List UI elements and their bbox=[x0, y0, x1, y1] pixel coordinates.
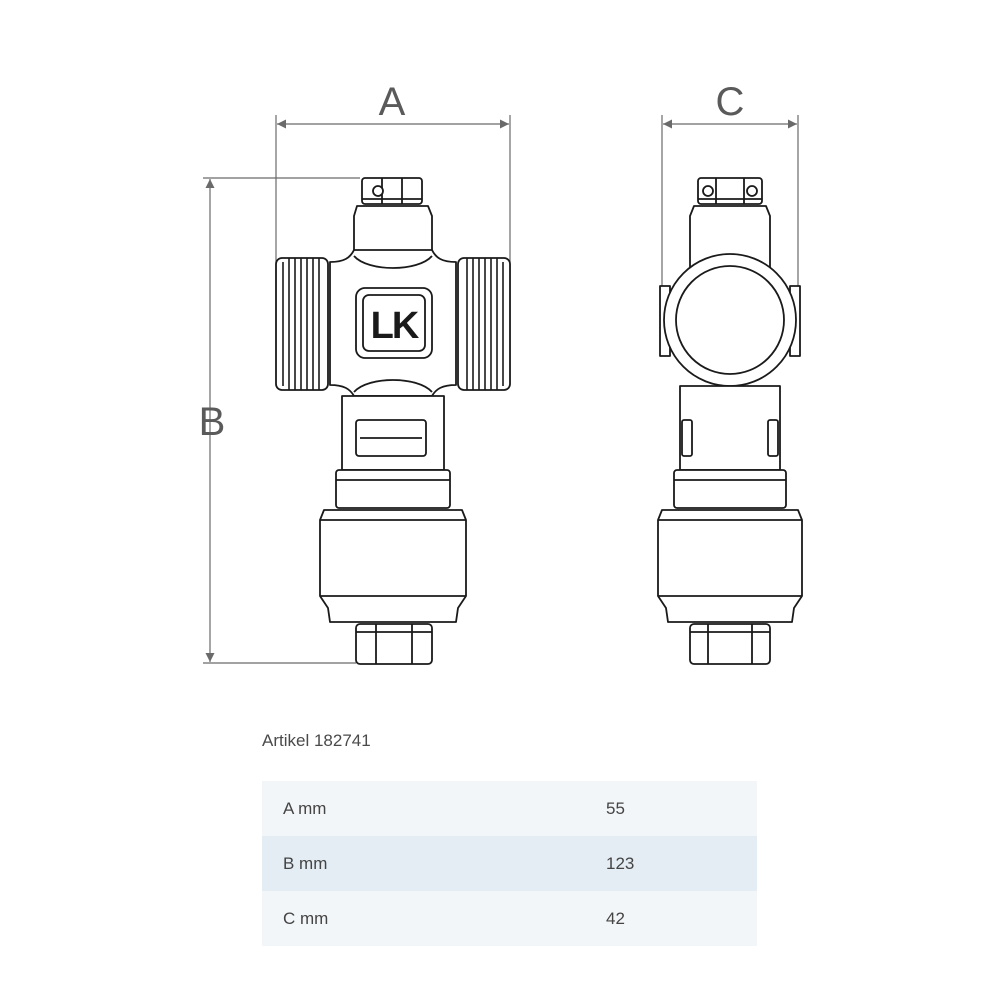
row-key: C mm bbox=[283, 908, 329, 928]
table-row: B mm 123 bbox=[262, 836, 757, 891]
row-value: 123 bbox=[606, 853, 635, 873]
dimension-b-label: B bbox=[199, 400, 226, 444]
valve-front-view bbox=[275, 177, 511, 665]
dimension-c-label: C bbox=[716, 80, 745, 124]
article-number: Artikel 182741 bbox=[262, 731, 371, 750]
dimension-b bbox=[203, 177, 360, 664]
dimension-a-label: A bbox=[379, 80, 406, 124]
row-value: 55 bbox=[606, 798, 625, 818]
row-key: A mm bbox=[283, 798, 327, 818]
valve-side-view bbox=[657, 177, 803, 665]
dimension-c bbox=[661, 115, 799, 288]
logo-mark: LK bbox=[371, 305, 420, 347]
row-value: 42 bbox=[606, 908, 625, 928]
table-row: C mm 42 bbox=[262, 891, 757, 946]
dimension-a bbox=[275, 115, 511, 262]
table-row: A mm 55 bbox=[262, 781, 757, 836]
dimension-table: A mm 55 B mm 123 C mm 42 bbox=[262, 781, 757, 946]
row-key: B mm bbox=[283, 853, 328, 873]
